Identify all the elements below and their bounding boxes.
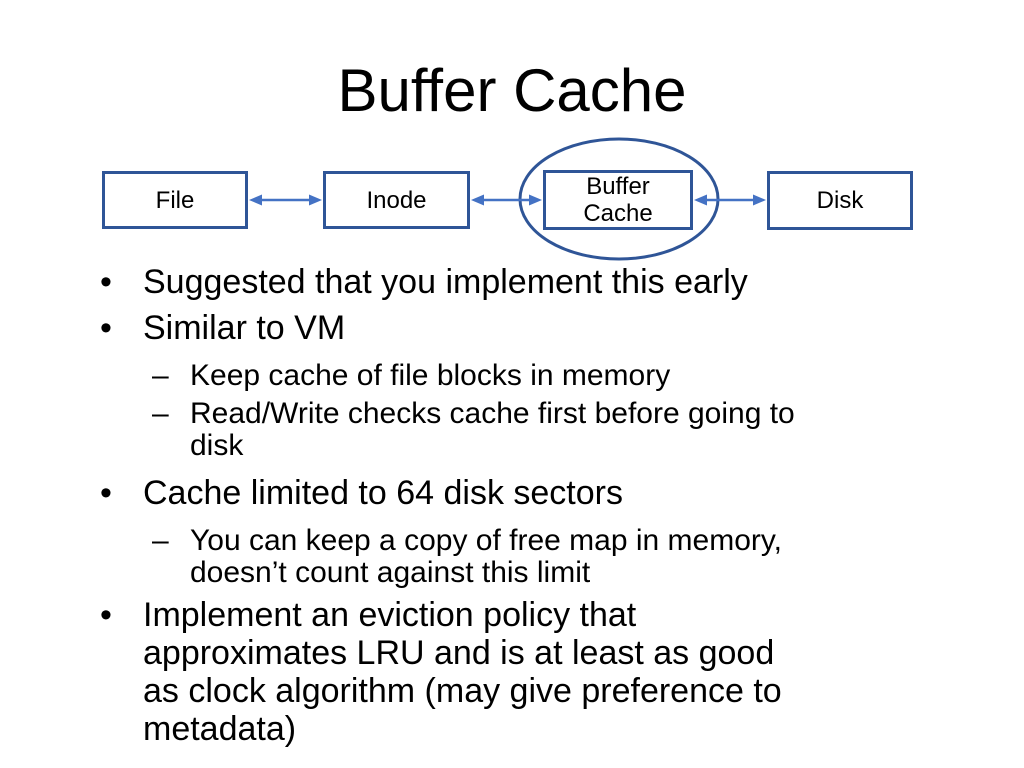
node-inode-label: Inode: [366, 186, 427, 214]
bullet-cache-limited: • Cache limited to 64 disk sectors: [90, 474, 1004, 512]
node-disk: Disk: [767, 171, 913, 230]
node-buffer-cache: Buffer Cache: [543, 170, 693, 230]
bullet-line: Suggested that you implement this early: [143, 263, 748, 301]
dash-marker: –: [152, 359, 169, 392]
subbullet-free-map: – You can keep a copy of free map in mem…: [90, 525, 1004, 589]
bullet-marker: •: [100, 474, 112, 512]
bullet-marker: •: [100, 263, 112, 301]
bullet-line: Read/Write checks cache first before goi…: [190, 397, 795, 430]
bullet-line: Cache limited to 64 disk sectors: [143, 474, 623, 512]
node-file-label: File: [155, 186, 195, 214]
bullet-line: Similar to VM: [143, 309, 346, 347]
arrow-file-inode: [249, 194, 322, 206]
node-inode: Inode: [323, 171, 470, 229]
bullet-marker: •: [100, 596, 112, 634]
subbullet-keep-cache: – Keep cache of file blocks in memory: [90, 360, 1004, 392]
bullet-line: as clock algorithm (may give preference …: [143, 672, 782, 710]
bullet-line: disk: [190, 429, 244, 462]
dash-marker: –: [152, 397, 169, 430]
node-disk-label: Disk: [816, 187, 864, 214]
arrow-buffercache-disk: [694, 194, 766, 206]
node-buffer-cache-label-line1: Buffer: [586, 173, 650, 200]
bullet-line: You can keep a copy of free map in memor…: [190, 524, 782, 557]
bullet-line: doesn’t count against this limit: [190, 556, 591, 589]
bullet-line: Keep cache of file blocks in memory: [190, 359, 671, 392]
bullet-line: metadata): [143, 710, 297, 748]
bullet-line: approximates LRU and is at least as good: [143, 634, 775, 672]
arrow-inode-buffercache: [471, 194, 542, 206]
node-buffer-cache-label-line2: Cache: [583, 200, 653, 227]
bullet-eviction-policy: • Implement an eviction policy that appr…: [90, 596, 1004, 748]
bullet-marker: •: [100, 309, 112, 347]
node-file: File: [102, 171, 248, 229]
bullet-similar-to-vm: • Similar to VM: [90, 309, 1004, 347]
slide-title: Buffer Cache: [337, 57, 687, 124]
subbullet-read-write-checks: – Read/Write checks cache first before g…: [90, 398, 1004, 462]
bullet-line: Implement an eviction policy that: [143, 596, 637, 634]
bullet-suggested-early: • Suggested that you implement this earl…: [90, 263, 1004, 301]
dash-marker: –: [152, 524, 169, 557]
